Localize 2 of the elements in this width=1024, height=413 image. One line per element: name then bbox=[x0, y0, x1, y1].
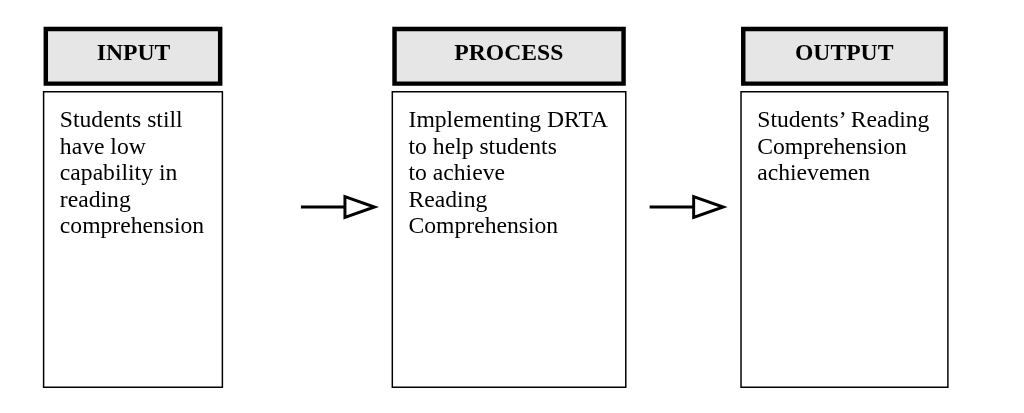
arrow bbox=[649, 194, 728, 219]
arrow bbox=[300, 194, 379, 219]
